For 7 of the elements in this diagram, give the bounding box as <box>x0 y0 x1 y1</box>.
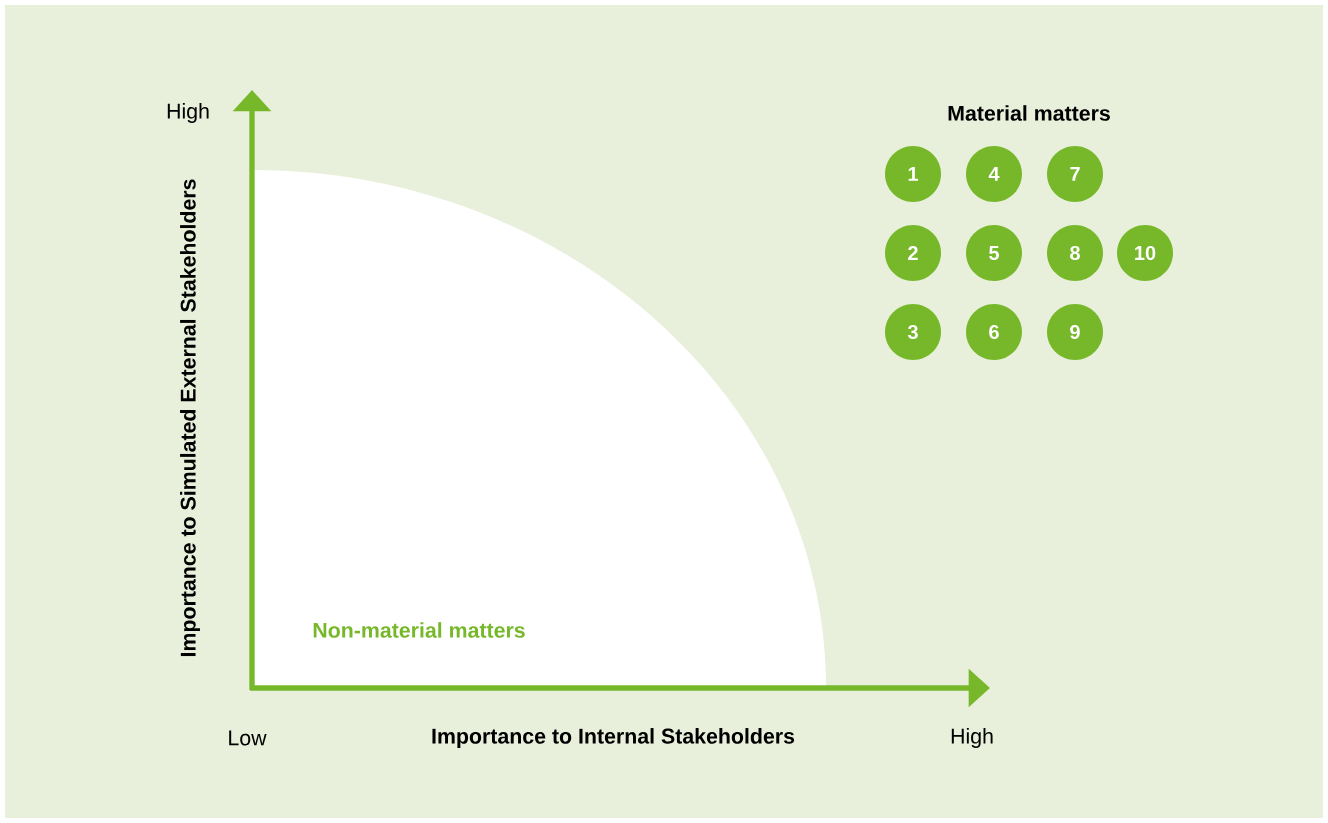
legend-heading: Material matters <box>948 105 1110 121</box>
axis-label: High <box>167 103 209 123</box>
axis-label: High <box>951 728 993 748</box>
axis-title: Importance to Internal Stakeholders <box>432 728 795 748</box>
non-material-region: Non-material matters <box>252 170 826 688</box>
axis-title: Importance to Simulated External Stakeholders <box>180 179 200 657</box>
axis-label: Low <box>229 730 267 746</box>
